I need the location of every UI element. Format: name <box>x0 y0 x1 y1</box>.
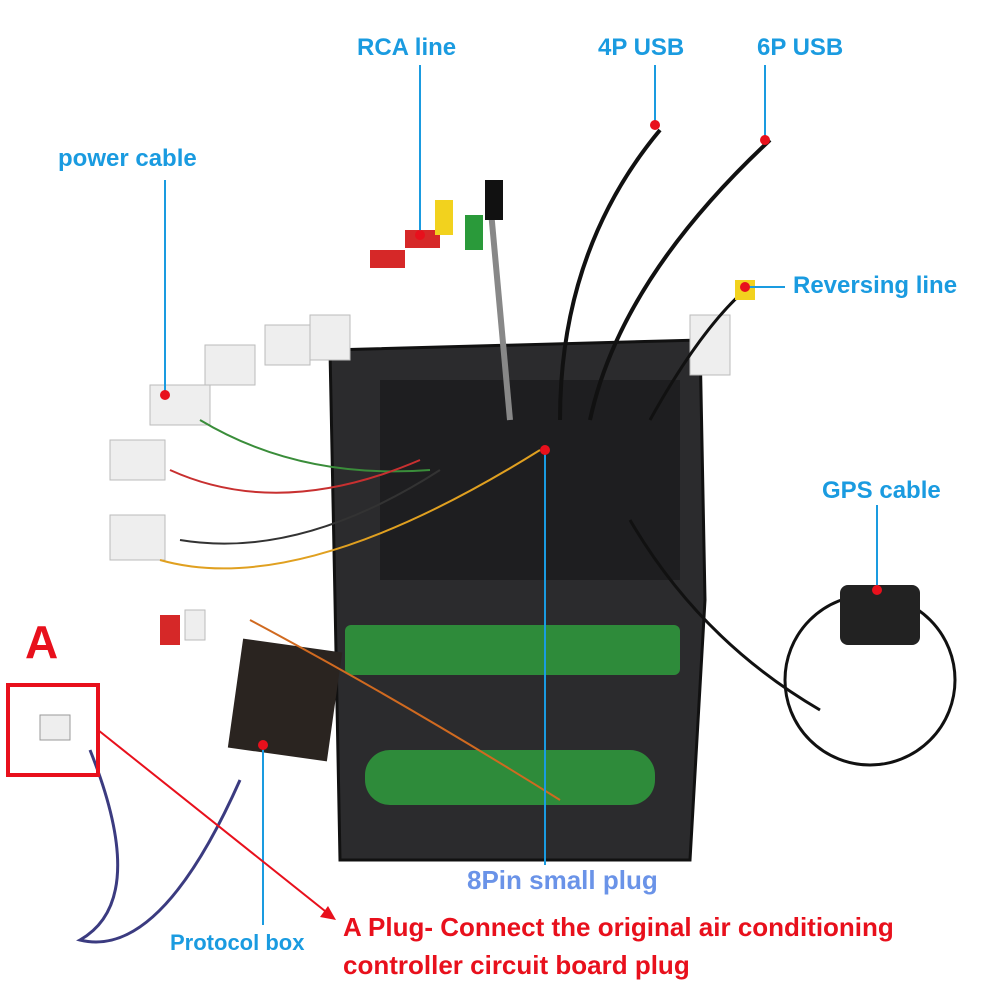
a-plug <box>39 714 71 741</box>
gps-antenna <box>840 585 920 645</box>
circuit-board-top <box>345 625 680 675</box>
label-4p-usb: 4P USB <box>598 34 685 61</box>
label-gps-cable: GPS cable <box>822 477 941 504</box>
label-a-marker: A <box>25 616 59 668</box>
label-rca-line: RCA line <box>357 34 457 61</box>
connector-area <box>380 380 680 580</box>
leader-lines <box>164 65 878 925</box>
label-a-plug-line2: controller circuit board plug <box>343 950 690 980</box>
label-reversing-line: Reversing line <box>793 272 958 299</box>
power-harness <box>109 314 731 561</box>
label-8pin-small-plug: 8Pin small plug <box>467 865 658 895</box>
circuit-board-bottom <box>365 750 655 805</box>
a-plug-arrow <box>97 729 331 916</box>
label-6p-usb: 6P USB <box>757 34 844 61</box>
rca-plugs <box>160 180 755 645</box>
marker-dots <box>160 120 882 750</box>
label-power-cable: power cable <box>58 145 197 172</box>
label-a-plug-line1: A Plug- Connect the original air conditi… <box>343 912 894 942</box>
wires <box>76 128 821 944</box>
protocol-box <box>227 638 343 762</box>
label-protocol-box: Protocol box <box>170 930 305 955</box>
